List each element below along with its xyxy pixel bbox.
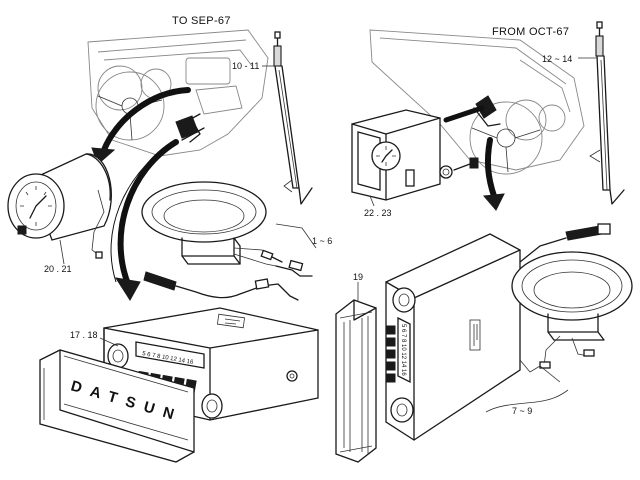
- arrow-to-clock-gauge: [91, 87, 191, 165]
- clock-gauge-left: [7, 153, 112, 259]
- radio-dial-scale-right: 5 6 7 8 10 12 14 16: [400, 324, 406, 376]
- knob-right-volume: [392, 287, 416, 313]
- antenna-plug-right: [519, 223, 611, 263]
- faceplate-left: DATSUN: [39, 349, 195, 463]
- faceplate-right: [335, 299, 377, 463]
- knob-right-tuning: [390, 397, 414, 423]
- dashboard-right: [369, 29, 585, 175]
- connector-plug-right: [473, 95, 501, 127]
- arrow-to-radio: [110, 139, 179, 301]
- dashboard-left: [87, 29, 269, 157]
- header-right-period: FROM OCT-67: [492, 26, 569, 38]
- callout-antenna-left: 10 - 11: [232, 61, 259, 71]
- connector-plug-left: [175, 113, 205, 143]
- callout-clock-right: 22 . 23: [364, 208, 392, 218]
- clock-unit-right: [351, 109, 479, 201]
- antenna-right: [589, 21, 625, 205]
- callout-faceplate-left: 17 . 18: [70, 330, 98, 340]
- speaker-right: [511, 251, 633, 383]
- callout-antenna-right: 12 ~ 14: [542, 54, 572, 64]
- arrow-to-radio-right: [482, 137, 505, 211]
- radio-unit-right: 5 6 7 8 10 12 14 16: [385, 233, 521, 441]
- callout-faceplate-right: 19: [353, 272, 363, 282]
- callout-speaker-left: 1 ~ 6: [312, 236, 332, 246]
- arrow-to-clock-right: [443, 105, 485, 123]
- knob-left-tuning: [201, 393, 223, 419]
- antenna-plug-left: [143, 271, 299, 301]
- callout-clock-gauge: 20 . 21: [44, 264, 72, 274]
- antenna-left: [273, 31, 313, 205]
- header-left-period: TO SEP-67: [172, 15, 231, 27]
- preset-buttons-right: [385, 325, 396, 383]
- callout-radio-right: 7 ~ 9: [512, 406, 532, 416]
- speaker-left: [141, 181, 313, 277]
